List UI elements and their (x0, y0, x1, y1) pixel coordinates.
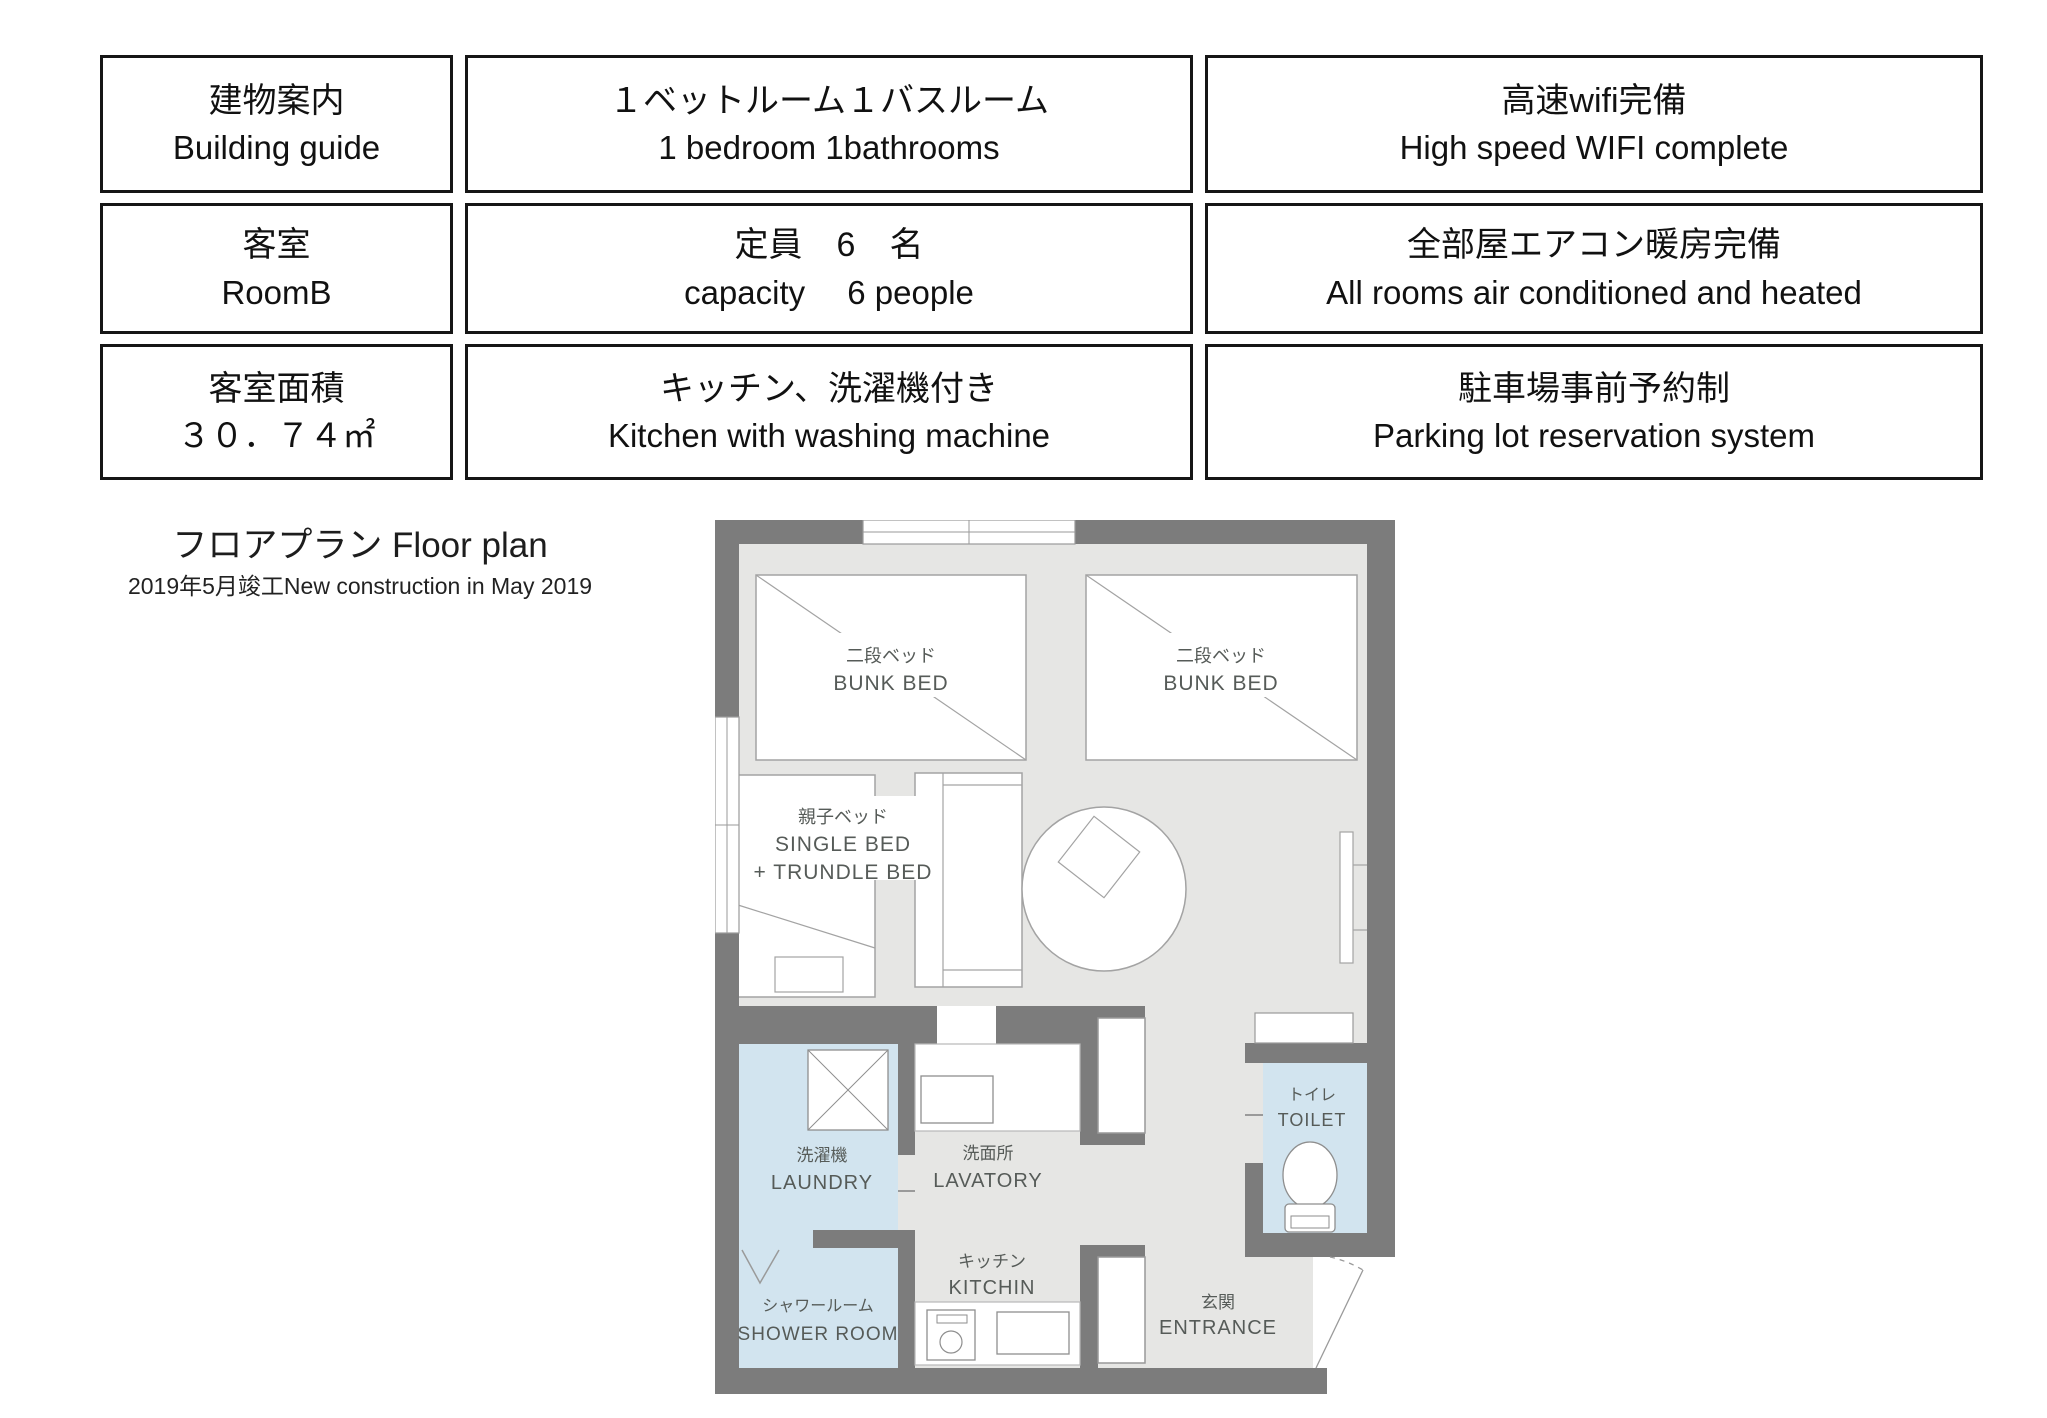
laundry-label-en: LAUNDRY (771, 1172, 873, 1194)
kitchen-label-jp: キッチン (958, 1252, 1026, 1271)
tv-board (1339, 831, 1367, 964)
cell-en-text: ３０．７４㎡ (177, 417, 376, 455)
single-bed-label: 親子ベッド SINGLE BED + TRUNDLE BED (753, 796, 933, 884)
washing-machine (807, 1049, 889, 1131)
wall-laundry-shower-stub (813, 1230, 915, 1248)
shower-label-jp: シャワールーム (762, 1298, 874, 1315)
cell-jp-text: 客室 (242, 226, 311, 265)
single-bed-label-en1: SINGLE BED (775, 833, 911, 856)
single-bed-label-en2: + TRUNDLE BED (754, 861, 933, 884)
kitchen-label-en: KITCHIN (949, 1277, 1036, 1299)
floor-plan-svg: 二段ベッド BUNK BED 二段ベッド BUNK BED (714, 519, 1395, 1394)
toilet-bowl (1282, 1141, 1338, 1209)
single-bed-diagonal (737, 904, 876, 949)
entrance-door-swing (1315, 1256, 1364, 1369)
cell-en-text: All rooms air conditioned and heated (1326, 273, 1862, 311)
kitchen-door-leaf (1097, 1256, 1146, 1364)
floor-plan-title: フロアプラン Floor plan (172, 526, 548, 565)
cell-jp-text: 定員 6 名 (734, 226, 924, 265)
bunk-bed-1-label-jp: 二段ベッド (846, 646, 936, 666)
bedroom-door-opening (937, 1006, 996, 1044)
info-cell-capacity: 定員 6 名 capacity 6 people (465, 203, 1193, 334)
lavatory-label-en: LAVATORY (933, 1170, 1043, 1192)
wall-corridor-upper-cap (1098, 1133, 1145, 1145)
kitchen-washer-door (939, 1330, 963, 1354)
cell-en-text: Building guide (172, 129, 381, 167)
cell-jp-text: 全部屋エアコン暖房完備 (1407, 226, 1781, 265)
tv-board-outline (1339, 831, 1354, 964)
entrance-label-jp: 玄関 (1201, 1293, 1235, 1312)
bunk-bed-2: 二段ベッド BUNK BED (1085, 574, 1358, 761)
wall-right (1367, 520, 1395, 1257)
wall-laundry-lavatory (898, 1006, 915, 1155)
cell-jp-text: １ベットルーム１バスルーム (609, 81, 1049, 120)
single-bed-pillow (774, 956, 844, 993)
cell-en-text: capacity 6 people (684, 273, 974, 311)
wall-toilet-top (1245, 1043, 1369, 1063)
info-cell-aircon: 全部屋エアコン暖房完備 All rooms air conditioned an… (1205, 203, 1983, 334)
single-bed-label-bg (753, 796, 933, 880)
info-cell-wifi: 高速wifi完備 High speed WIFI complete (1205, 55, 1983, 193)
table-cushion (1057, 815, 1141, 899)
cell-en-text: Parking lot reservation system (1372, 417, 1815, 455)
toilet-label-en: TOILET (1278, 1110, 1347, 1130)
wall-left (715, 520, 739, 1394)
wall-corridor-upper (1080, 1006, 1098, 1145)
info-cell-building-guide: 建物案内 Building guide (100, 55, 453, 193)
info-cell-kitchen-washing: キッチン、洗濯機付き Kitchen with washing machine (465, 344, 1193, 480)
kitchen-sink (996, 1311, 1070, 1355)
cell-en-text: Kitchen with washing machine (607, 417, 1051, 455)
info-table: 建物案内 Building guide １ベットルーム１バスルーム 1 bedr… (100, 55, 1983, 480)
cell-jp-text: 建物案内 (208, 81, 345, 120)
wall-shower-kitchen (898, 1248, 915, 1368)
info-cell-room: 客室 RoomB (100, 203, 453, 334)
toilet-tank (1284, 1203, 1336, 1233)
bunk-bed-2-label-bg (1140, 633, 1302, 697)
window-top (862, 519, 1076, 545)
laundry-label-jp: 洗濯機 (797, 1146, 848, 1165)
wall-toilet-bottom (1245, 1233, 1369, 1257)
floor-plan-subtitle: 2019年5月竣工New construction in May 2019 (127, 572, 593, 599)
bunk-bed-1-label-bg (810, 633, 972, 697)
kitchen-counter (914, 1301, 1081, 1366)
cell-jp-text: 駐車場事前予約制 (1458, 369, 1730, 408)
bunk-bed-2-label-jp: 二段ベッド (1176, 646, 1266, 666)
washing-machine-x2 (807, 1049, 889, 1131)
toilet-fixture (1282, 1141, 1338, 1233)
single-bed-label-jp: 親子ベッド (798, 807, 888, 827)
cell-jp-text: キッチン、洗濯機付き (660, 369, 998, 408)
floor-plan: 二段ベッド BUNK BED 二段ベッド BUNK BED (714, 519, 1475, 1415)
wall-bottom (715, 1368, 1327, 1394)
floor-plan-title-block: フロアプラン Floor plan 2019年5月竣工New construct… (75, 523, 645, 603)
wall-corridor-lower (1080, 1245, 1098, 1368)
bunk-bed-1: 二段ベッド BUNK BED (755, 574, 1027, 761)
lavatory-door-leaf (1097, 1017, 1146, 1134)
lavatory-counter (914, 1043, 1081, 1132)
lavatory-label-jp: 洗面所 (963, 1144, 1014, 1163)
shower-label-en: SHOWER ROOM (738, 1324, 899, 1345)
lavatory-sink (920, 1075, 994, 1124)
info-cell-parking: 駐車場事前予約制 Parking lot reservation system (1205, 344, 1983, 480)
shower-symbol (741, 1249, 780, 1285)
entrance-door-arc (1329, 1256, 1364, 1271)
bunk-bed-2-label-en: BUNK BED (1163, 672, 1278, 695)
toilet-label-jp: トイレ (1288, 1087, 1336, 1104)
info-cell-area: 客室面積 ３０．７４㎡ (100, 344, 453, 480)
cell-jp-text: 客室面積 (208, 369, 345, 408)
wall-corridor-lower-cap (1098, 1245, 1145, 1257)
cell-jp-text: 高速wifi完備 (1501, 81, 1687, 120)
cell-en-text: High speed WIFI complete (1399, 129, 1789, 167)
cell-en-text: RoomB (221, 273, 332, 311)
toilet-tank-lid (1290, 1215, 1330, 1229)
cell-en-text: 1 bedroom 1bathrooms (658, 129, 1000, 167)
closet-shelf (1254, 1012, 1354, 1044)
entrance-door-leaf-line (1315, 1269, 1364, 1369)
bunk-bed-1-label-en: BUNK BED (833, 672, 948, 695)
entrance-label-en: ENTRANCE (1159, 1317, 1277, 1339)
kitchen-washer-panel (936, 1314, 968, 1324)
wall-toilet-left (1245, 1163, 1263, 1253)
round-table (1021, 806, 1187, 972)
info-cell-bed-bath: １ベットルーム１バスルーム 1 bedroom 1bathrooms (465, 55, 1193, 193)
window-left (714, 716, 740, 934)
